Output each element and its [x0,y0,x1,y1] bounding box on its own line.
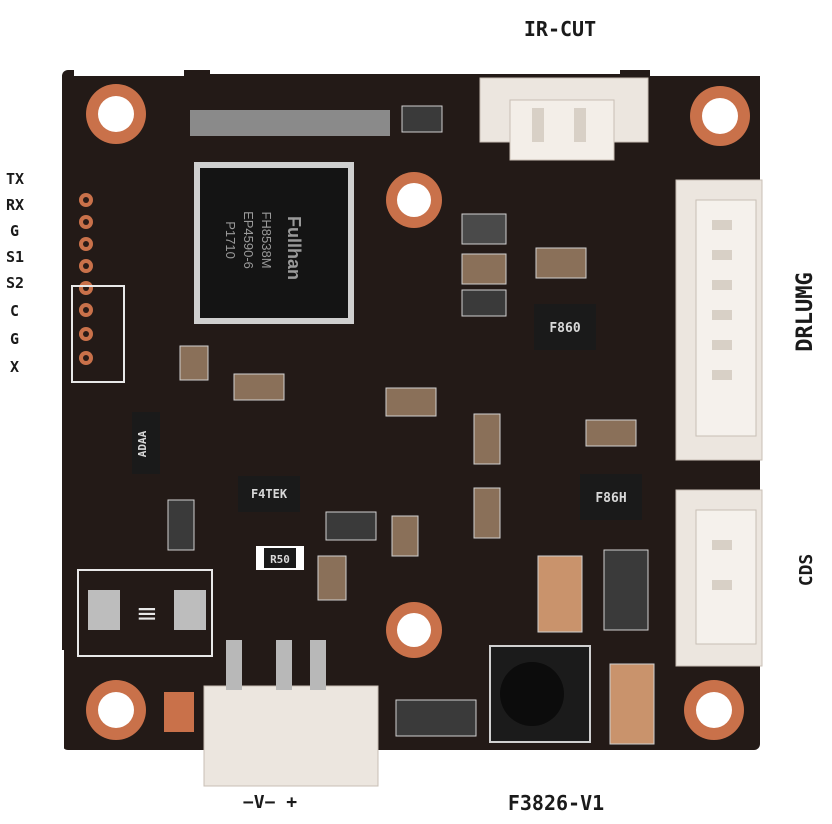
edge-bands [26,46,804,784]
chip-line-1: FH8538M [259,211,274,268]
corner-markers [16,22,816,804]
rectifier-symbol: ≡ [136,599,158,629]
pin-label-s1: S1 [6,248,24,266]
pin-header [71,193,125,383]
chip-line-3: P1710 [223,221,238,259]
ir-cut-label: IR-CUT [524,17,596,41]
pin-label-s2: S2 [6,274,24,292]
main-chip: Fullhan FH8538M EP4590-6 P1710 [194,162,354,324]
pin-label-c: C [10,302,19,320]
power-connector [203,640,379,787]
labeled-chips: F860 F86H F4TEK ADAA R50 [132,304,642,570]
pin-label-tx: TX [6,170,24,188]
model-label: F3826-V1 [508,791,604,815]
mosfet-2-label: F86H [595,491,626,506]
drlumg-label: DRLUMG [793,272,818,351]
chip-line-2: EP4590-6 [241,211,256,269]
pin-label-rx: RX [6,196,24,214]
chip-brand: Fullhan [284,216,304,280]
mosfet-1-label: F860 [549,321,580,336]
resistor-label: R50 [270,553,290,566]
inductor [489,645,591,743]
cds-label: CDS [796,554,817,587]
pin-label-g2: G [10,330,19,348]
ir-cut-connector [479,77,649,161]
cds-connector [675,489,763,667]
regulator-label: ADAA [136,430,149,457]
pin-labels: TX RX G S1 S2 C G X [6,170,24,376]
power-label: −V− + [243,792,297,813]
mosfet-3-label: F4TEK [251,487,288,501]
smd-components [164,105,655,745]
mounting-holes [86,84,750,740]
pin-label-g: G [10,222,19,240]
pin-label-x: X [10,358,19,376]
drlumg-connector [675,179,763,461]
bridge-rectifier: ≡ [77,569,213,657]
